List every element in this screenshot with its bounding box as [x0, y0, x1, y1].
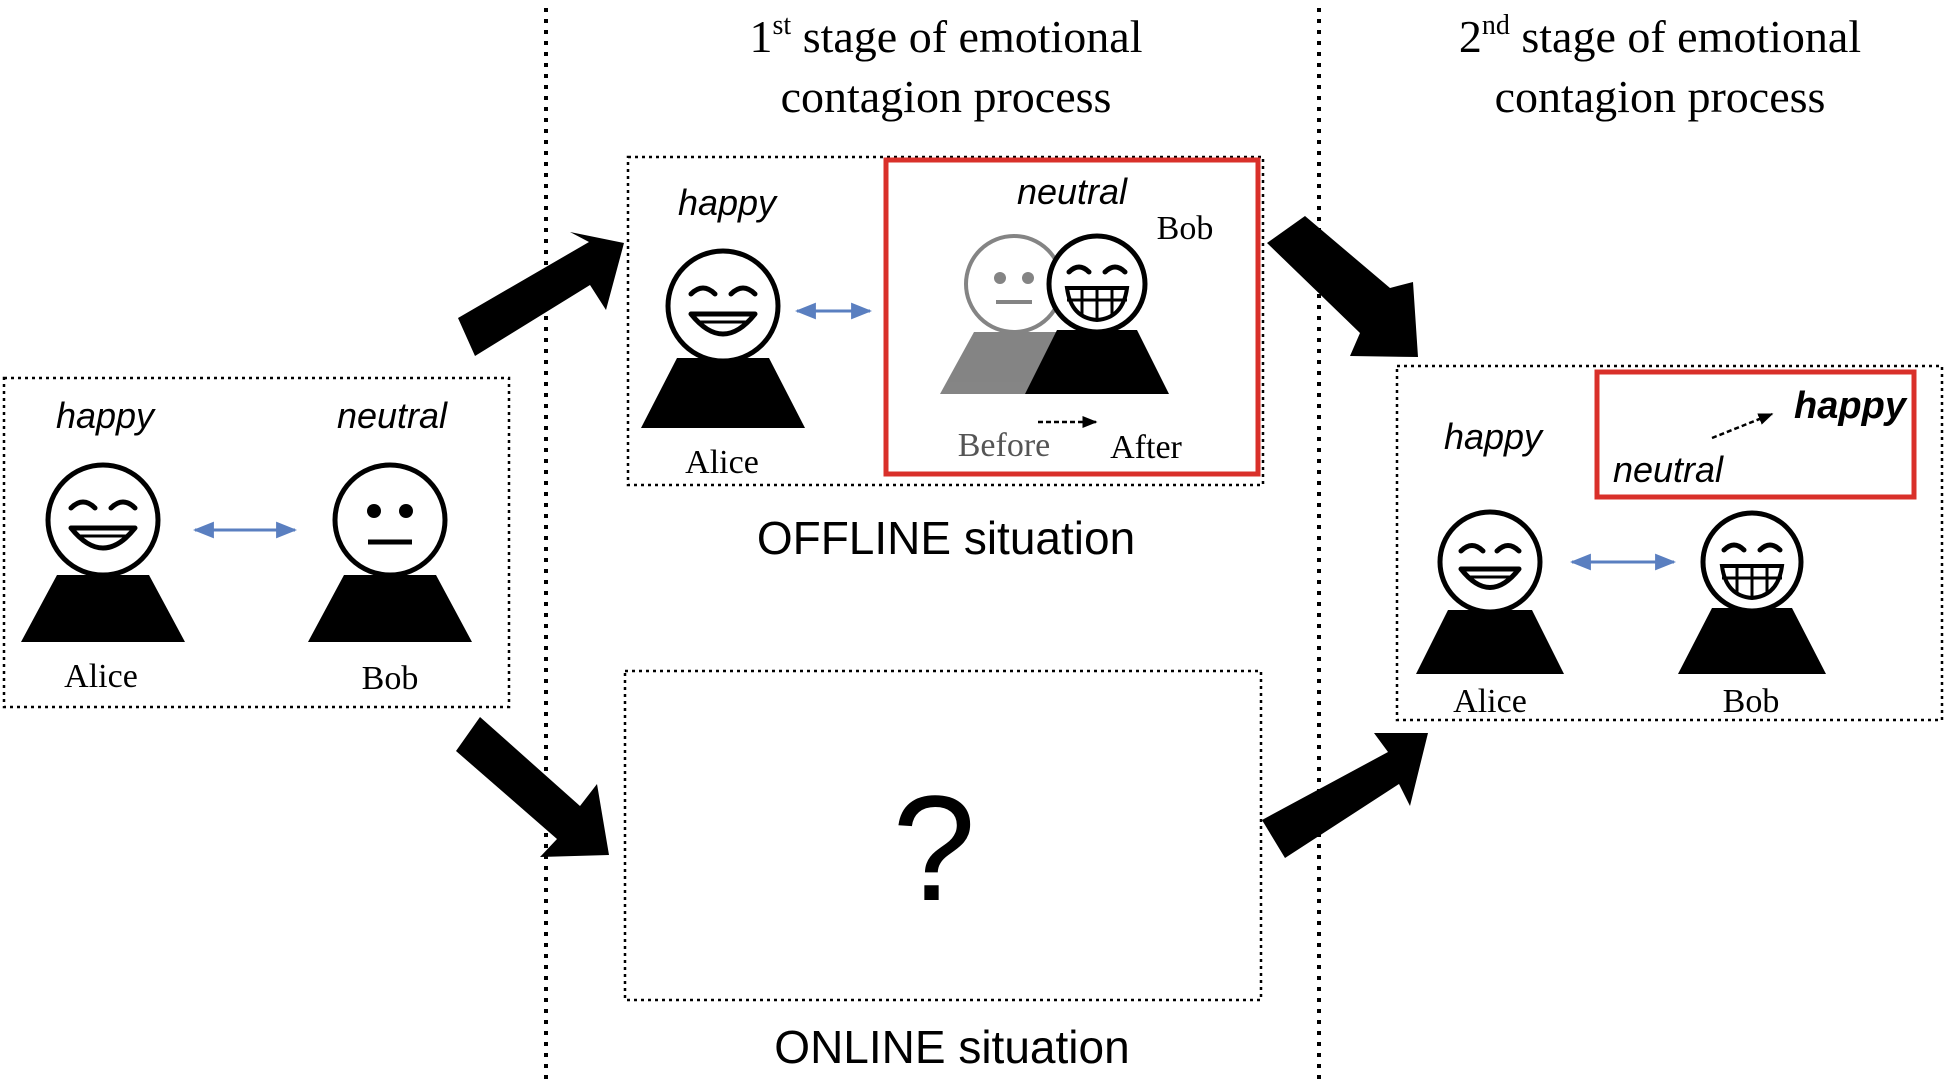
offline-bob-emotion-label: neutral	[1017, 171, 1128, 212]
initial-bob-figure	[308, 462, 472, 642]
final-bob-figure	[1678, 510, 1826, 674]
initial-alice-name: Alice	[64, 658, 138, 695]
offline-caption: OFFLINE situation	[757, 512, 1135, 564]
stage-1-header-line-2: contagion process	[781, 71, 1112, 122]
online-unknown-mark: ?	[892, 764, 975, 932]
offline-bob-name: Bob	[1157, 210, 1214, 247]
final-panel: happy neutral happy Alice Bob	[1395, 364, 1944, 722]
flow-arrow-offline-to-final	[1267, 216, 1418, 357]
flow-arrow-initial-to-online	[456, 717, 609, 857]
offline-alice-emotion: happy	[678, 182, 778, 223]
offline-alice-name: Alice	[685, 444, 759, 481]
initial-bob-name: Bob	[362, 660, 419, 697]
final-bob-after-emotion: happy	[1794, 385, 1908, 427]
final-bob-change-highlight	[1594, 369, 1917, 500]
offline-bob-before-figure	[940, 234, 1080, 394]
stage-2-header-line-2: contagion process	[1495, 71, 1826, 122]
initial-bob-emotion: neutral	[337, 395, 448, 436]
online-panel: ? ONLINE situation	[623, 669, 1263, 1073]
final-alice-name: Alice	[1453, 683, 1527, 720]
flow-arrow-online-to-final	[1262, 733, 1428, 858]
final-alice-emotion: happy	[1444, 416, 1544, 457]
offline-alice-figure	[641, 248, 805, 428]
stage-1-header-line-1: 1st stage of emotional	[750, 10, 1143, 62]
offline-after-label: After	[1110, 429, 1182, 466]
offline-before-label: Before	[958, 427, 1051, 464]
initial-alice-figure	[21, 462, 185, 642]
offline-bob-after-figure	[1025, 233, 1169, 394]
flow-arrow-initial-to-offline	[458, 232, 624, 356]
initial-alice-emotion: happy	[56, 395, 156, 436]
final-emotion-shift-arrow	[1711, 412, 1774, 440]
offline-bob-change-highlight	[883, 157, 1261, 477]
offline-panel: happy Alice neutral Bob	[626, 155, 1265, 564]
online-caption: ONLINE situation	[774, 1021, 1129, 1073]
stage-2-header-line-1: 2nd stage of emotional	[1459, 10, 1861, 62]
initial-panel: happy neutral Alice Bob	[2, 376, 511, 709]
final-bob-before-emotion: neutral	[1613, 449, 1724, 490]
final-bob-name: Bob	[1723, 683, 1780, 720]
final-alice-figure	[1416, 509, 1564, 674]
